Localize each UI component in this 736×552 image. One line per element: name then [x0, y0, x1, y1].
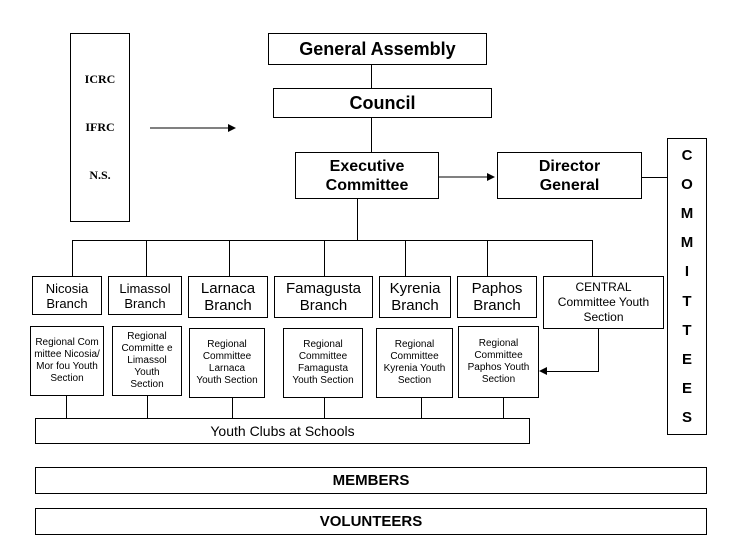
branch-label: Limassol Branch — [119, 280, 171, 311]
connector-line — [405, 240, 406, 276]
committees-letter: O — [681, 176, 693, 194]
members-box: MEMBERS — [35, 467, 707, 494]
external-bodies-box: ICRC IFRC N.S. — [70, 33, 130, 222]
connector-line — [487, 240, 488, 276]
branch-label: Paphos Branch — [471, 280, 523, 314]
executive-committee-box: Executive Committee — [295, 152, 439, 199]
connector-line — [421, 398, 422, 418]
connector-line — [642, 177, 667, 178]
director-general-box: Director General — [497, 152, 642, 199]
connector-line — [503, 398, 504, 418]
general-assembly-box: General Assembly — [268, 33, 487, 65]
regional-committee-kyrenia: Regional Committee Kyrenia Youth Section — [376, 328, 453, 398]
regional-committee-famagusta: Regional Committee Famagusta Youth Secti… — [283, 328, 363, 398]
central-committee-label: CENTRAL Committee Youth Section — [557, 280, 650, 324]
regional-committee-limassol: Regional Committe e Limassol Youth Secti… — [112, 326, 182, 396]
connector-line — [545, 371, 599, 372]
branch-larnaca: Larnaca Branch — [188, 276, 268, 318]
connector-line — [592, 240, 593, 276]
committees-letter: E — [681, 350, 692, 368]
council-box: Council — [273, 88, 492, 118]
committees-letter: I — [684, 263, 690, 281]
regional-committee-label: Regional Committe e Limassol Youth Secti… — [121, 331, 173, 390]
committees-letter: T — [682, 292, 692, 310]
ifrc-label: IFRC — [85, 119, 115, 134]
connector-line — [357, 199, 358, 241]
branch-label: Famagusta Branch — [285, 280, 362, 314]
council-label: Council — [349, 92, 416, 113]
regional-committee-nicosia: Regional Committee Nicosia/Mor fou Youth… — [30, 326, 104, 396]
connector-line — [371, 65, 372, 88]
branch-label: Larnaca Branch — [200, 280, 256, 314]
branch-label: Kyrenia Branch — [389, 280, 441, 314]
volunteers-box: VOLUNTEERS — [35, 508, 707, 535]
connector-line — [66, 396, 67, 418]
ns-label: N.S. — [89, 167, 111, 182]
connector-line — [598, 329, 599, 371]
connector-line — [72, 240, 73, 276]
connector-line — [72, 240, 592, 241]
regional-committee-label: Regional Committee Paphos Youth Section — [467, 338, 530, 385]
youth-clubs-label: Youth Clubs at Schools — [210, 423, 355, 439]
connector-line — [147, 396, 148, 418]
youth-clubs-box: Youth Clubs at Schools — [35, 418, 530, 444]
committees-letter: M — [680, 205, 694, 223]
connector-line — [324, 398, 325, 418]
central-committee-box: CENTRAL Committee Youth Section — [543, 276, 664, 329]
branch-famagusta: Famagusta Branch — [274, 276, 373, 318]
volunteers-label: VOLUNTEERS — [319, 513, 423, 530]
arrow-head — [539, 367, 547, 375]
committees-letter: M — [680, 234, 694, 252]
committees-letter: T — [682, 321, 692, 339]
committees-box: C O M M I T T E E S — [667, 138, 707, 435]
members-label: MEMBERS — [332, 472, 410, 489]
general-assembly-label: General Assembly — [299, 38, 456, 59]
committees-letter: E — [681, 379, 692, 397]
committees-letter: S — [681, 408, 692, 426]
connector-line — [371, 118, 372, 152]
director-general-label: Director General — [538, 157, 601, 194]
branch-paphos: Paphos Branch — [457, 276, 537, 318]
arrow-head — [487, 173, 495, 181]
executive-committee-label: Executive Committee — [325, 157, 409, 194]
regional-committee-label: Regional Committee Larnaca Youth Section — [196, 339, 258, 386]
connector-line — [232, 398, 233, 418]
connector-line — [324, 240, 325, 276]
arrow-head — [228, 124, 236, 132]
connector-line — [146, 240, 147, 276]
branch-limassol: Limassol Branch — [108, 276, 182, 315]
committees-letter: C — [681, 147, 693, 164]
regional-committee-label: Regional Committee Famagusta Youth Secti… — [292, 339, 354, 386]
branch-label: Nicosia Branch — [45, 280, 89, 311]
connector-line — [229, 240, 230, 276]
regional-committee-paphos: Regional Committee Paphos Youth Section — [458, 326, 539, 398]
branch-kyrenia: Kyrenia Branch — [379, 276, 451, 318]
icrc-label: ICRC — [84, 72, 116, 87]
regional-committee-label: Regional Committee Kyrenia Youth Section — [383, 339, 446, 386]
regional-committee-label: Regional Committee Nicosia/Mor fou Youth… — [34, 337, 100, 384]
branch-nicosia: Nicosia Branch — [32, 276, 102, 315]
regional-committee-larnaca: Regional Committee Larnaca Youth Section — [189, 328, 265, 398]
